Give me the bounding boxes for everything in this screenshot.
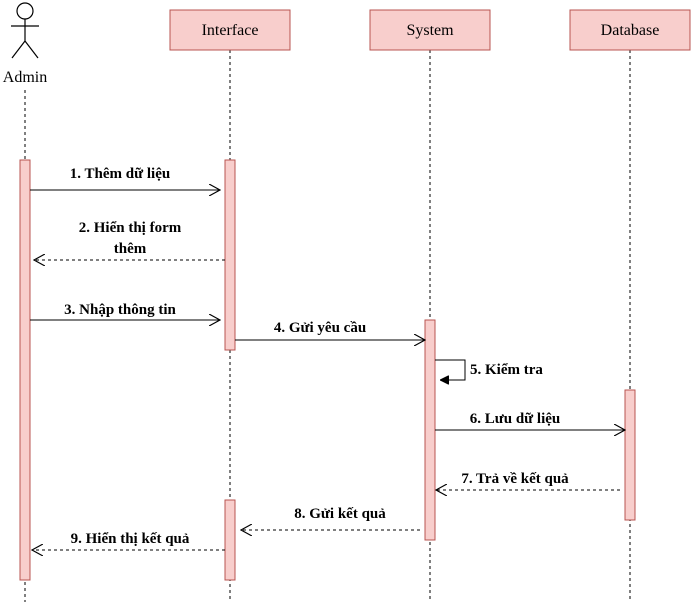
actor-head: [16, 2, 34, 20]
activation-interface-2: [224, 499, 236, 581]
participant-system: System: [369, 9, 491, 51]
message-label: 8. Gửi kết quả: [294, 506, 386, 522]
message-label: 9. Hiển thị kết quả: [71, 531, 190, 547]
message-label: 4. Gửi yêu cầu: [274, 320, 366, 336]
message-2: 2. Hiển thị form thêm: [34, 220, 225, 260]
message-label: 5. Kiểm tra: [470, 362, 543, 378]
participant-box: [369, 9, 491, 51]
message-5: 5. Kiểm tra: [435, 359, 543, 380]
message-arrow: [435, 359, 466, 380]
message-label: 7. Trả về kết quả: [461, 471, 569, 487]
activation-admin: [19, 159, 31, 581]
participant-box: [169, 9, 291, 51]
message-1: 1. Thêm dữ liệu: [30, 166, 220, 190]
participant-label: Interface: [202, 22, 259, 39]
message-8: 8. Gửi kết quả: [241, 506, 420, 530]
message-9: 9. Hiển thị kết quả: [32, 531, 225, 550]
participant-interface: Interface: [169, 9, 291, 51]
participant-label: Database: [601, 22, 660, 39]
participant-box: [569, 9, 691, 51]
message-label-line-1: 2. Hiển thị form: [79, 220, 182, 236]
message-label-line-2: thêm: [114, 241, 147, 257]
actor-left-leg: [11, 40, 26, 59]
actor-right-leg: [24, 40, 39, 59]
participant-label: System: [406, 22, 454, 39]
actor-label: Admin: [3, 69, 47, 86]
message-3: 3. Nhập thông tin: [30, 302, 220, 320]
message-label: 1. Thêm dữ liệu: [70, 166, 170, 182]
message-7: 7. Trả về kết quả: [436, 471, 620, 490]
message-label: 3. Nhập thông tin: [64, 302, 176, 318]
activation-database: [624, 389, 636, 521]
message-6: 6. Lưu dữ liệu: [435, 411, 625, 430]
activation-system: [424, 319, 436, 541]
actor-admin: Admin: [3, 2, 47, 86]
message-label: 6. Lưu dữ liệu: [470, 411, 561, 427]
activation-interface-1: [224, 159, 236, 351]
message-4: 4. Gửi yêu cầu: [235, 320, 425, 340]
participant-database: Database: [569, 9, 691, 51]
